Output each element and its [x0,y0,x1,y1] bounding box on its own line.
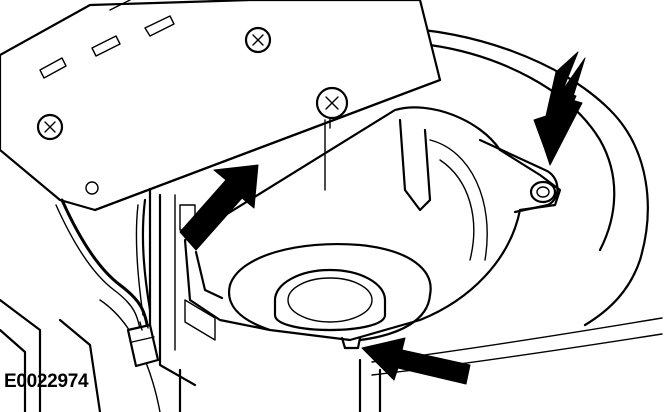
figure-reference-code: E0022974 [4,371,89,392]
screw-head-icon [36,113,64,141]
screw-head-icon [315,86,349,129]
arrow-pointer-icon [361,337,471,385]
screw-head-icon [529,180,557,204]
arrow-pointer-icon [179,164,259,251]
mounting-bracket [0,0,442,212]
screw-head-icon [244,26,272,54]
blower-motor [183,106,562,350]
wiring-harness [55,198,160,368]
arrow-pointer-icon [533,51,586,166]
